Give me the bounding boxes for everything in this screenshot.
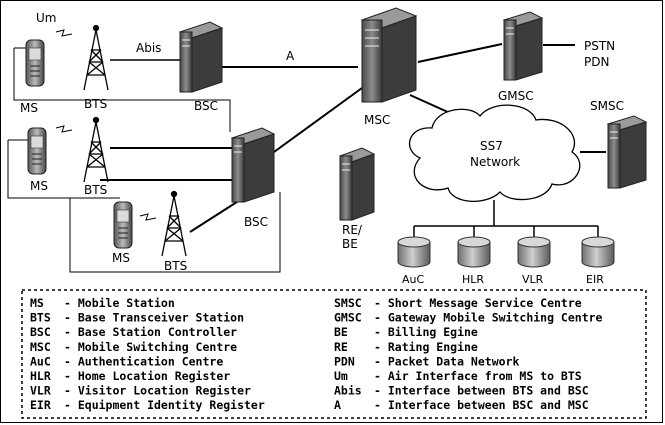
ms-label: MS [112,251,130,265]
mobile-phone-icon [113,201,133,249]
legend-right-abbr: Abis [334,384,362,398]
legend-left-abbr: BSC [30,325,51,339]
legend-left-desc: - Base Transceiver Station [64,311,244,325]
legend-left-desc: - Mobile Station [64,296,175,310]
legend-left-abbr: EIR [30,398,51,412]
bts-label: BTS [84,97,107,111]
rebe-server-icon [338,147,376,221]
um-label: Um [36,11,56,25]
pdn-label: PDN [584,55,609,69]
legend-right-desc: - Interface between BTS and BSC [374,384,589,398]
bsc-label: BSC [194,99,218,113]
legend-left-desc: - Mobile Switching Centre [64,340,237,354]
database-icon [517,236,551,268]
legend-left-abbr: BTS [30,311,51,325]
legend-right-abbr: Um [334,369,348,383]
legend-right-abbr: GMSC [334,311,362,325]
legend-right-desc: - Interface between BSC and MSC [374,398,589,412]
bts-label: BTS [84,183,107,197]
mobile-phone-icon [27,127,47,175]
bsc-label: BSC [244,215,268,229]
legend-left-desc: - Authentication Centre [64,354,223,368]
database-icon [397,236,431,268]
legend-left-desc: - Home Location Register [64,369,230,383]
legend-right-abbr: SMSC [334,296,362,310]
legend-left-abbr: VLR [30,384,51,398]
vlr-label: VLR [522,273,544,286]
ms-label: MS [30,179,48,193]
eir-label: EIR [586,273,604,286]
legend-right-abbr: PDN [334,354,355,368]
radio-link-icon [55,29,73,37]
auc-label: AuC [402,273,424,286]
bts-tower-icon [161,190,187,257]
legend-right-abbr: RE [334,340,348,354]
smsc-server-icon [606,115,648,189]
cell-boundary-1 [13,48,231,132]
ss7-label: SS7 [480,139,503,153]
database-icon [581,236,615,268]
legend-left-desc: - Visitor Location Register [64,384,251,398]
legend-left-desc: - Equipment Identity Register [64,398,265,412]
radio-link-icon [55,125,73,133]
legend-right-desc: - Air Interface from MS to BTS [374,369,582,383]
legend-right-desc: - Gateway Mobile Switching Centre [374,311,603,325]
bts-tower-icon [83,24,109,91]
database-icon [457,236,491,268]
mobile-phone-icon [25,39,45,87]
ss7-cloud-icon [409,104,581,203]
cell-boundary-2 [7,140,120,199]
legend-right-abbr: BE [334,325,348,339]
bsc-server-icon [178,21,224,93]
smsc-label: SMSC [590,99,624,113]
abis-label: Abis [136,41,161,55]
ms-label: MS [20,101,38,115]
abis-link-3 [189,199,241,233]
msc-label: MSC [364,113,390,127]
legend-right-desc: - Packet Data Network [374,354,519,368]
radio-link-icon [139,213,157,221]
legend-left-abbr: HLR [30,369,51,383]
msc-server-icon [360,7,418,103]
msc-gmsc-link [417,43,503,63]
legend-left-abbr: MSC [30,340,51,354]
ss7-network-label: Network [470,155,520,169]
bsc2-msc-link [273,87,363,153]
legend-box [21,289,647,419]
cell-boundary-3 [69,192,281,273]
legend-right-desc: - Billing Egine [374,325,478,339]
connection-lines [7,43,606,273]
hlr-label: HLR [462,273,484,286]
legend-right-abbr: A [334,398,341,412]
rebe-label-2: BE [342,237,358,251]
legend-left-abbr: MS [30,296,44,310]
legend-right-desc: - Rating Engine [374,340,478,354]
bts-tower-icon [83,116,109,183]
gmsc-server-icon [502,11,544,81]
rebe-label: RE/ [342,223,363,237]
legend-left-desc: - Base Station Controller [64,325,237,339]
bts-label: BTS [164,259,187,273]
legend-right-desc: - Short Message Service Centre [374,296,582,310]
pstn-label: PSTN [584,39,615,53]
gmsc-label: GMSC [498,89,534,103]
bsc-server-icon [230,127,276,203]
a-label: A [286,49,295,63]
legend-left-abbr: AuC [30,354,51,368]
